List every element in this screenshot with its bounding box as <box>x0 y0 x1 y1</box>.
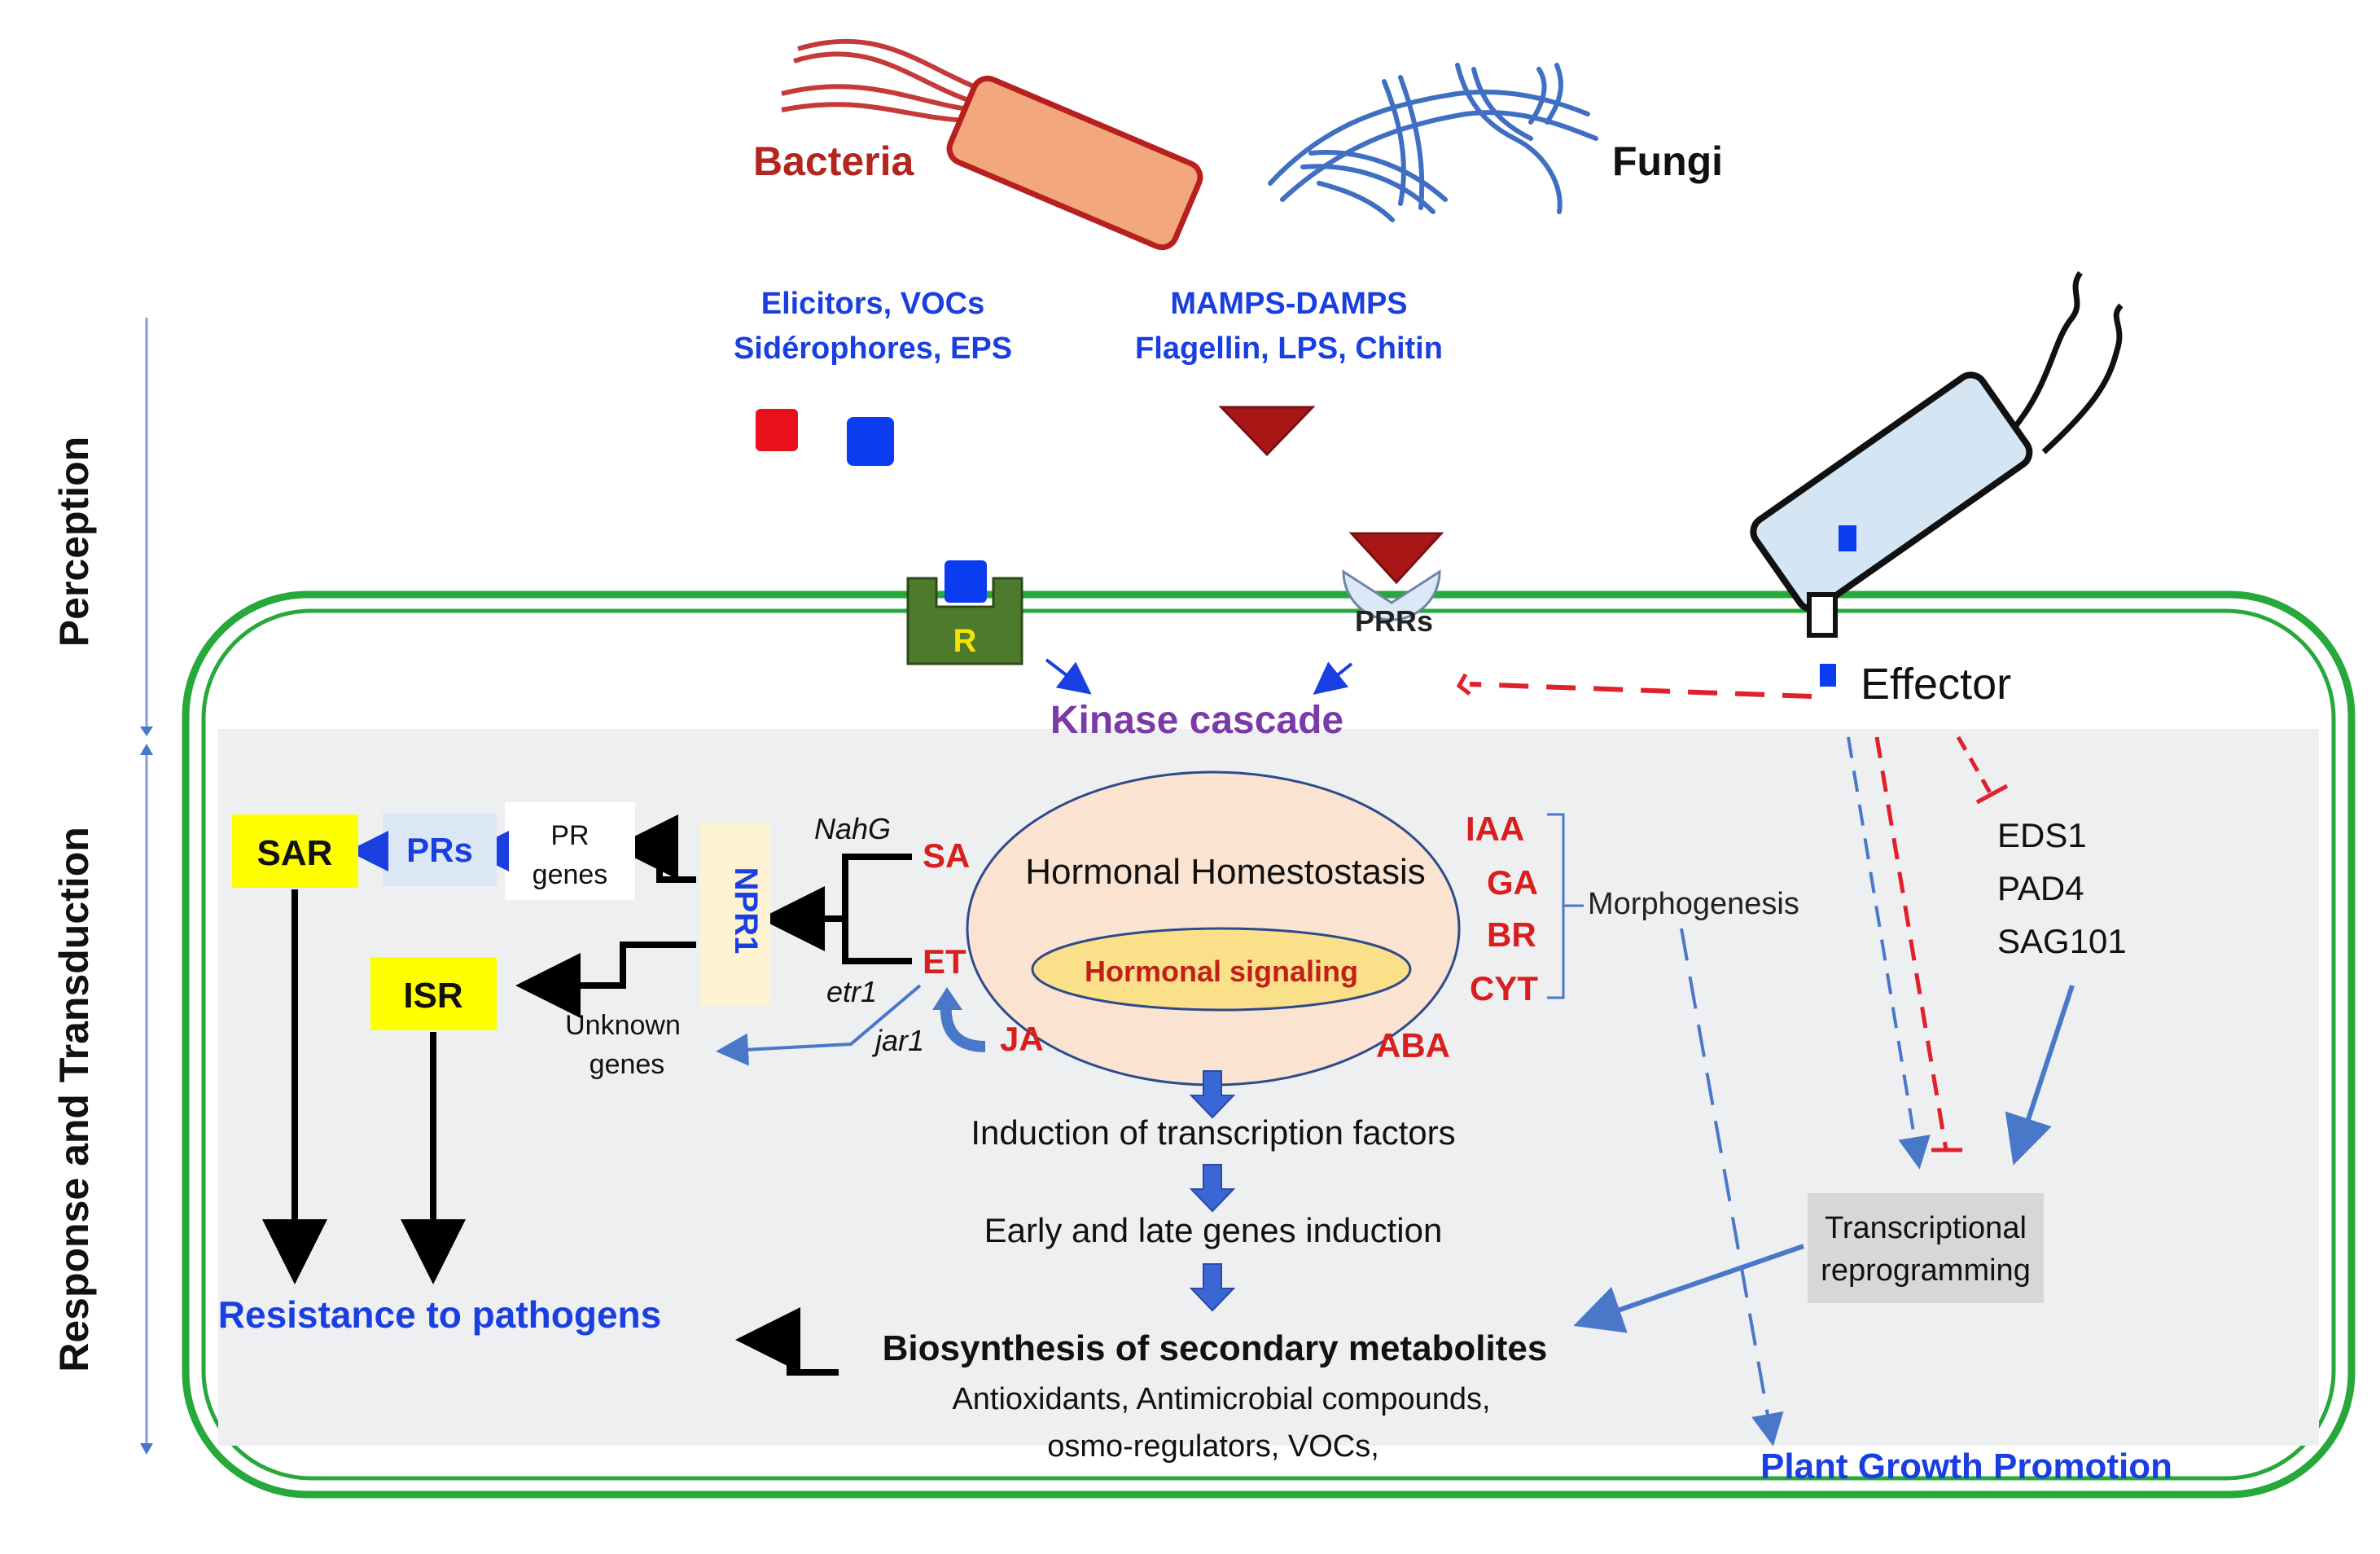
sa-et-branch <box>842 854 912 964</box>
ja-to-et-arrow <box>940 1003 986 1052</box>
reprogramming-to-biosynthesis-arrow <box>1573 1244 1804 1333</box>
r-to-kinase-arrow <box>1045 658 1092 695</box>
blue-elicitor-square <box>847 417 894 466</box>
nahg-label: NahG <box>814 812 891 845</box>
flow-arrow-3 <box>1189 1263 1236 1312</box>
hormone-ja: JA <box>1000 1020 1044 1058</box>
metabolites-label-1: Antioxidants, Antimicrobial compounds, <box>952 1382 1490 1416</box>
hormonal-homeostasis-label: Hormonal Homestostasis <box>1025 852 1426 892</box>
bacteria-icon <box>781 38 1203 251</box>
npr1-label: NPR1 <box>728 867 764 955</box>
isr-label: ISR <box>403 976 462 1016</box>
eds1-label: EDS1 <box>1997 816 2087 854</box>
unknown-genes-label-2: genes <box>590 1049 665 1080</box>
transcriptional-reprogramming-box <box>1808 1193 2044 1303</box>
biosynthesis-to-resistance-arrow <box>735 1307 839 1376</box>
hormonal-signaling-label: Hormonal signaling <box>1085 955 1358 988</box>
npr1-box <box>700 823 770 1006</box>
mamps-damps-label: MAMPS-DAMPS <box>1170 287 1407 321</box>
sar-label: SAR <box>257 833 333 873</box>
fungi-label: Fungi <box>1612 138 1723 184</box>
sag101-label: SAG101 <box>1997 922 2127 960</box>
plant-growth-promotion-label: Plant Growth Promotion <box>1760 1446 2172 1486</box>
metabolites-label-2: osmo-regulators, VOCs, <box>1047 1429 1379 1464</box>
resistance-label: Resistance to pathogens <box>218 1293 661 1336</box>
hormonal-signaling-ellipse <box>1031 927 1412 1012</box>
eds-to-reprogramming-arrow <box>2005 985 2075 1166</box>
prs-label: PRs <box>406 831 473 869</box>
sar-box <box>232 814 358 888</box>
pr-genes-label-2: genes <box>533 859 608 890</box>
hormone-iaa: IAA <box>1466 810 1524 848</box>
effector-square <box>1820 664 1836 687</box>
fungi-icon <box>1268 63 1598 222</box>
flow-arrow-2 <box>1189 1164 1236 1213</box>
isr-box <box>370 957 497 1030</box>
sidebar-axis <box>140 318 153 1455</box>
npr1-to-isr-arrow <box>515 942 696 1018</box>
r-receptor-label: R <box>953 623 977 659</box>
genes-induction-label: Early and late genes induction <box>984 1211 1443 1249</box>
response-transduction-label: Response and Transduction <box>51 827 97 1372</box>
transcription-factors-label: Induction of transcription factors <box>971 1113 1455 1152</box>
elicitors-label: Elicitors, VOCs <box>761 287 985 321</box>
r-receptor <box>906 560 1023 665</box>
prrs-label: PRRs <box>1355 604 1433 638</box>
perception-label: Perception <box>51 437 97 647</box>
et-to-unknown-genes-arrow <box>716 984 922 1066</box>
prr-to-kinase-arrow <box>1313 661 1353 695</box>
pr-genes-box <box>505 802 635 900</box>
kinase-cascade-label: Kinase cascade <box>1050 699 1343 742</box>
hormone-aba: ABA <box>1376 1026 1450 1065</box>
etr1-label: etr1 <box>826 975 877 1008</box>
biosynthesis-label: Biosynthesis of secondary metabolites <box>883 1328 1548 1368</box>
effector-inhibits-eds1 <box>1956 735 1993 796</box>
effector-label: Effector <box>1861 660 2011 709</box>
flagellin-label: Flagellin, LPS, Chitin <box>1135 331 1443 366</box>
siderophores-label: Sidérophores, EPS <box>734 331 1012 366</box>
reprogramming-label-1: Transcriptional <box>1825 1211 2027 1245</box>
hormone-et: ET <box>923 942 966 981</box>
pathogen-bacterium-icon <box>1750 270 2124 638</box>
reprogramming-label-2: reprogramming <box>1821 1253 2031 1288</box>
morphogenesis-bracket <box>1547 813 1584 999</box>
hormone-br: BR <box>1487 915 1536 954</box>
flow-arrow-1 <box>1189 1070 1236 1119</box>
hormone-ga: GA <box>1487 863 1538 902</box>
effector-inhibits-kinase <box>1469 682 1812 699</box>
effector-to-reprogramming-blue <box>1847 736 1931 1170</box>
pr-genes-label-1: PR <box>550 820 589 851</box>
mamp-triangle <box>1218 406 1316 457</box>
morphogenesis-to-growth-arrow <box>1680 928 1784 1446</box>
morphogenesis-label: Morphogenesis <box>1588 887 1799 921</box>
hormone-sa: SA <box>923 836 970 875</box>
prrs-receptor <box>1342 532 1444 621</box>
red-elicitor-square <box>756 409 798 451</box>
effector-inhibits-reprogramming-red <box>1874 736 1948 1151</box>
bacteria-label: Bacteria <box>753 138 915 184</box>
prs-box <box>383 813 497 886</box>
pad4-label: PAD4 <box>1997 869 2084 907</box>
unknown-genes-label-1: Unknown <box>565 1010 681 1041</box>
jar1-label: jar1 <box>871 1024 924 1057</box>
npr1-to-pr-genes-arrow <box>613 814 696 883</box>
hormone-cyt: CYT <box>1470 969 1538 1007</box>
